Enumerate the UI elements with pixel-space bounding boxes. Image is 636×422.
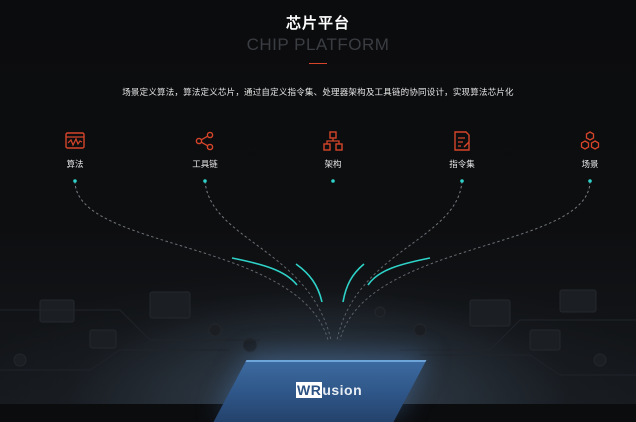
hexagon-cluster-icon — [580, 131, 600, 150]
curve-algorithm — [74, 180, 329, 341]
node-dot — [331, 179, 335, 183]
feature-label-scenario: 场景 — [581, 160, 599, 170]
feature-items: 算法 工具链 架构 指令集 场景 — [0, 130, 636, 190]
share-nodes-icon — [195, 131, 214, 151]
chip-logo-text: usion — [322, 382, 363, 398]
node-dot — [588, 179, 592, 183]
waveform-chart-icon — [65, 132, 85, 149]
node-dot — [460, 179, 464, 183]
feature-item-scenario[interactable]: 场景 — [560, 130, 620, 170]
chip-logo: WRusion — [296, 382, 362, 398]
curve-scenario — [339, 180, 591, 341]
feature-item-instruction-set[interactable]: 指令集 — [432, 130, 492, 170]
circuit-board-background — [0, 289, 636, 376]
header: 芯片平台 CHIP PLATFORM — [0, 12, 636, 55]
node-dot — [73, 179, 77, 183]
feature-label-architecture: 架构 — [324, 160, 342, 170]
feature-label-instruction-set: 指令集 — [449, 160, 475, 170]
page-subtitle: CHIP PLATFORM — [246, 35, 390, 54]
page-title: 芯片平台 — [285, 14, 350, 32]
curve-instruction — [336, 180, 463, 341]
chip-logo-mark: WR — [296, 382, 323, 398]
highlight-right-inner — [342, 263, 365, 303]
feature-label-toolchain: 工具链 — [192, 160, 218, 170]
description-text: 场景定义算法，算法定义芯片，通过自定义指令集、处理器架构及工具链的协同设计，实现… — [122, 88, 514, 98]
feature-item-toolchain[interactable]: 工具链 — [175, 130, 235, 170]
highlight-left-inner — [295, 263, 323, 303]
curve-toolchain — [204, 180, 332, 341]
highlight-left-outer — [231, 257, 298, 286]
node-dot — [203, 179, 207, 183]
feature-label-algorithm: 算法 — [66, 160, 84, 170]
highlight-right-outer — [367, 257, 431, 286]
title-divider — [309, 63, 327, 64]
feature-item-algorithm[interactable]: 算法 — [45, 130, 105, 170]
feature-item-architecture[interactable]: 架构 — [303, 130, 363, 170]
document-edit-icon — [454, 131, 470, 151]
connection-curves — [73, 179, 592, 341]
hierarchy-blocks-icon — [323, 131, 343, 151]
